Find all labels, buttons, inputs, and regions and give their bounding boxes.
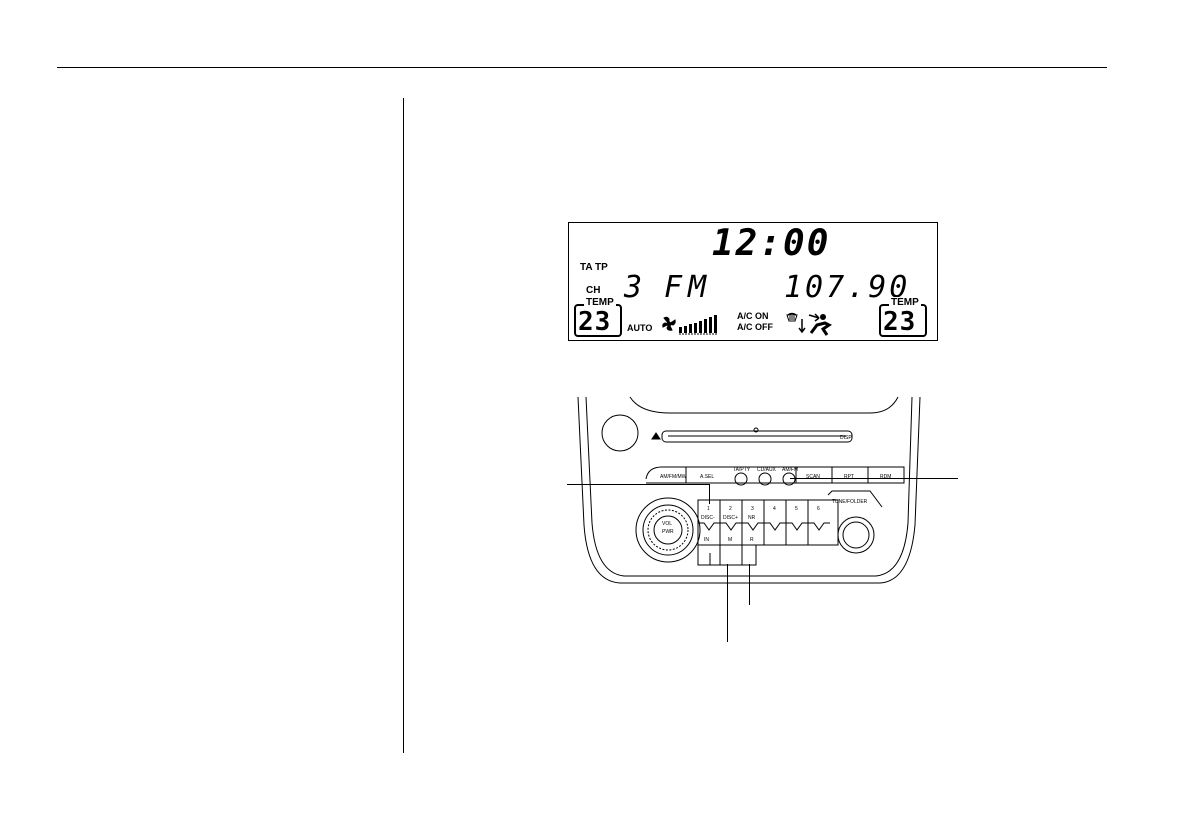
ac-status: A/C ON A/C OFF [737, 311, 773, 333]
temp-right-box: TEMP 23 [879, 297, 927, 337]
tune-folder-label: TUNE/FOLDER [832, 499, 868, 505]
btn-cd-aux: CD/AUX [757, 467, 777, 473]
defrost-airflow-icon [786, 312, 832, 336]
btn-rpt: RPT [844, 474, 854, 480]
audio-climate-display: 12:00 TA TP CH 3 FM 107.90 TEMP 23 AUTO … [568, 222, 938, 341]
temp-right-label: TEMP [889, 297, 921, 309]
preset-1-sub: DISC- [701, 515, 715, 521]
preset-4: 4 [773, 506, 776, 512]
audio-unit-illustration: AM/FM/MW A.SEL TA/PTY CD/AUX AM/FM SCAN … [577, 396, 921, 584]
btn-am-fm-mw: AM/FM/MW [660, 474, 687, 480]
temp-left-box: TEMP 23 [574, 297, 622, 337]
preset-6: 6 [817, 506, 820, 512]
callout-line-right [790, 478, 958, 479]
btn-ta-pty: TA/PTY [733, 467, 751, 473]
frequency-readout: 107.90 [784, 270, 911, 305]
preset-1-sub2: IN [704, 537, 709, 543]
disp-label: DISP [840, 435, 852, 441]
top-rule [57, 67, 1107, 68]
ta-tp-indicator: TA TP [580, 262, 608, 273]
band-indicator: FM [664, 270, 713, 305]
channel-label: CH [586, 285, 601, 296]
ac-on-label: A/C ON [737, 311, 769, 321]
channel-number: 3 [624, 270, 646, 305]
ac-off-label: A/C OFF [737, 322, 773, 332]
btn-asel: A.SEL [700, 474, 714, 480]
btn-am-fm: AM/FM [782, 467, 798, 473]
btn-rdm: RDM [880, 474, 891, 480]
preset-2: 2 [729, 506, 732, 512]
preset-2-sub2: M [728, 537, 732, 543]
callout-line-left-drop [709, 484, 710, 504]
callout-line-left [567, 484, 709, 485]
temp-left-value: 23 [578, 307, 612, 337]
clock-readout: 12:00 [712, 223, 831, 264]
preset-3-sub2: R [750, 537, 754, 543]
column-divider [403, 98, 404, 753]
preset-2-sub: DISC+ [723, 515, 738, 521]
preset-3-sub: NR [748, 515, 756, 521]
vol-sub-label: PWR [662, 529, 674, 535]
preset-3: 3 [751, 506, 754, 512]
vol-label: VOL [662, 521, 672, 527]
btn-scan: SCAN [806, 474, 820, 480]
preset-1: 1 [707, 506, 710, 512]
preset-5: 5 [795, 506, 798, 512]
temp-left-label: TEMP [584, 297, 616, 309]
temp-right-value: 23 [883, 307, 917, 337]
fan-speed-icon [662, 315, 717, 335]
callout-line-low [727, 564, 728, 642]
callout-line-mid [749, 564, 750, 605]
auto-indicator: AUTO [627, 323, 653, 333]
